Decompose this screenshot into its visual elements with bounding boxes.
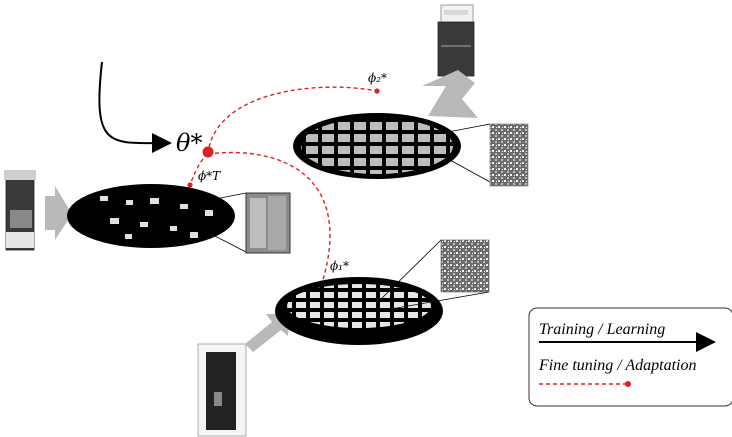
grid-top-mesh xyxy=(301,118,453,174)
grid-left-squares xyxy=(100,196,213,239)
phi1-label: ϕ₁* xyxy=(330,259,349,273)
grid-bottom-mesh xyxy=(287,284,431,328)
legend-training-label: Training / Learning xyxy=(539,321,665,338)
phiT-endpoint xyxy=(187,182,193,188)
micrograph-top xyxy=(489,123,529,187)
zoom-line-bottom-1 xyxy=(379,239,442,301)
phiT-label: ϕ*T xyxy=(198,169,221,183)
theta-node xyxy=(202,146,214,158)
theta-label: θ* xyxy=(176,129,202,157)
legend: Training / Learning Fine tuning / Adapta… xyxy=(528,307,732,407)
micrograph-bottom xyxy=(440,239,490,293)
zoom-line-top-1 xyxy=(447,123,491,133)
zoom-line-left-1 xyxy=(204,192,247,202)
legend-fine-tuning-label: Fine tuning / Adaptation xyxy=(538,357,696,374)
microscope-left xyxy=(4,170,36,251)
gray-arrow-bottom xyxy=(245,314,290,352)
gray-arrow-top xyxy=(422,70,478,118)
microscope-top xyxy=(437,4,475,77)
fine-tuning-path-to-phi2 xyxy=(207,86,378,155)
zoom-line-bottom-2 xyxy=(384,291,490,311)
legend-fine-tuning-dot xyxy=(625,381,631,387)
phi2-endpoint xyxy=(374,88,380,94)
legend-box xyxy=(528,307,732,407)
training-curve xyxy=(98,61,172,154)
gray-arrow-left xyxy=(45,186,72,240)
microscope-bottom xyxy=(197,343,247,437)
zoom-line-top-2 xyxy=(449,159,491,183)
fine-tuning-path-to-phi1 xyxy=(207,151,331,284)
phi2-label: ϕ₂* xyxy=(368,71,387,85)
zoom-line-left-2 xyxy=(210,233,247,253)
